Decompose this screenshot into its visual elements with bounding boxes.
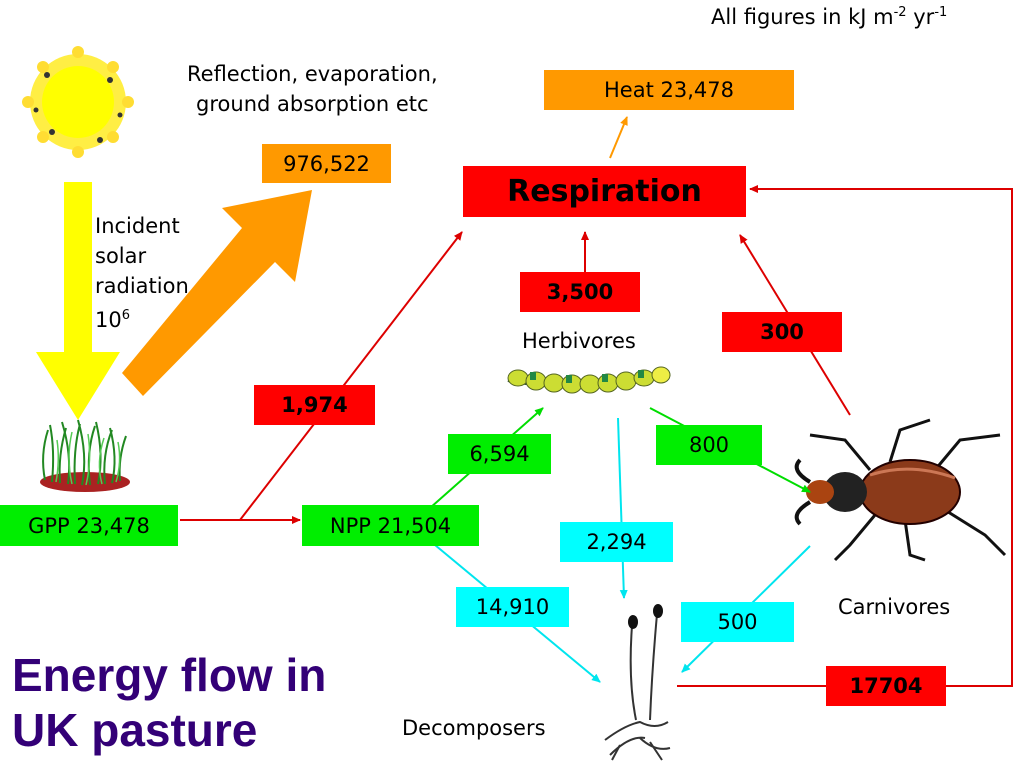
beetle-icon	[794, 418, 1007, 562]
npp-box: NPP 21,504	[302, 505, 479, 546]
sun-icon	[22, 46, 134, 158]
decomposers-label: Decomposers	[402, 716, 546, 740]
herbivore-intake-box: 6,594	[448, 434, 551, 474]
reflection-label: Reflection, evaporation, ground absorpti…	[187, 62, 438, 117]
gpp-box: GPP 23,478	[0, 505, 178, 546]
caterpillar-icon	[507, 366, 671, 394]
herbivore-decomp-box: 2,294	[560, 522, 673, 562]
page-title: Energy flow in UK pasture	[12, 649, 327, 757]
solar-radiation-arrow	[36, 182, 120, 420]
plant-respiration-box: 1,974	[254, 385, 375, 425]
fungus-icon	[604, 604, 671, 761]
grass-icon	[40, 419, 130, 492]
incident-radiation-label: Incident solar radiation 106	[95, 214, 189, 332]
herbivores-label: Herbivores	[522, 329, 636, 353]
respiration-box: Respiration	[463, 166, 746, 217]
carnivore-respiration-box: 300	[722, 312, 842, 352]
units-note: All figures in kJ m-2 yr-1	[711, 5, 948, 29]
npp-decomp-box: 14,910	[456, 587, 569, 627]
herbivore-respiration-box: 3,500	[520, 272, 640, 312]
carnivores-label: Carnivores	[838, 595, 951, 619]
carnivore-decomp-box: 500	[681, 602, 794, 642]
reflection-arrow	[122, 190, 312, 396]
carnivore-intake-box: 800	[656, 425, 762, 465]
heat-box: Heat 23,478	[544, 70, 794, 110]
heat-arrow	[609, 116, 628, 159]
reflection-value-box: 976,522	[262, 144, 391, 183]
decomposer-respiration-box: 17704	[826, 666, 946, 706]
